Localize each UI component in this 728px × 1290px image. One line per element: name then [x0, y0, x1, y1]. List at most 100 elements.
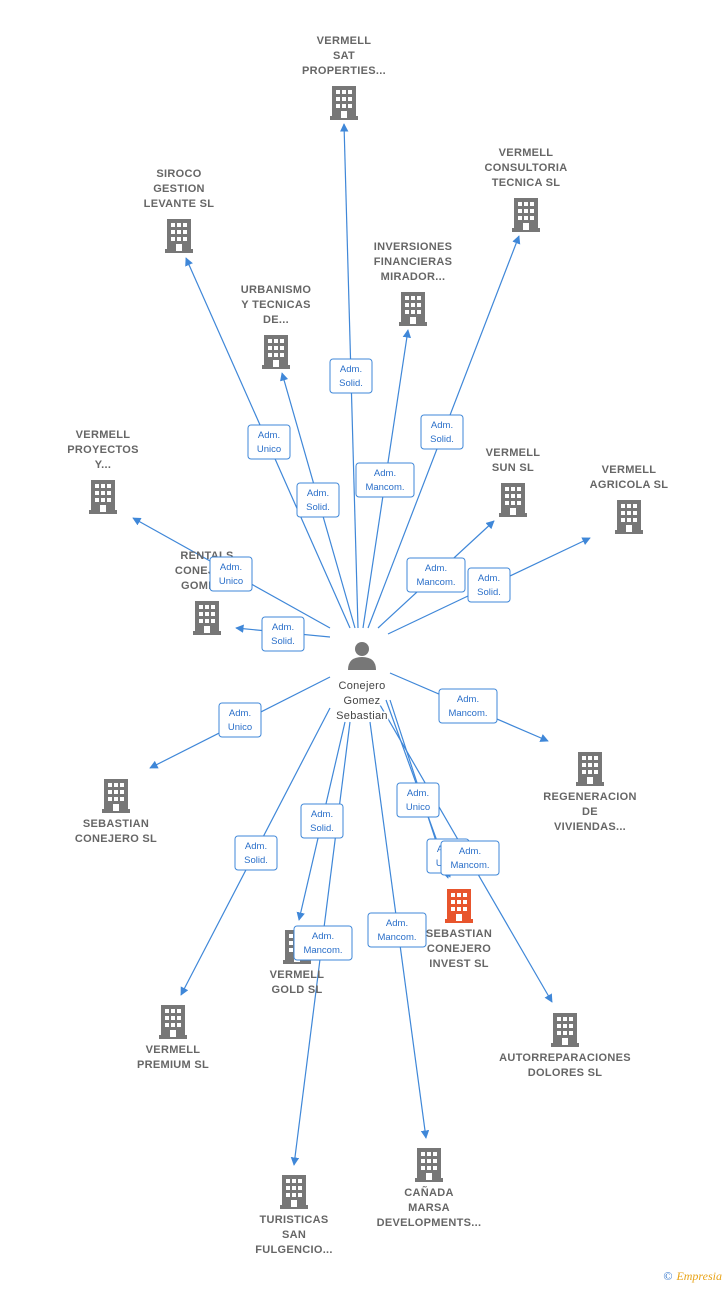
company-name-line: AGRICOLA SL [590, 479, 669, 491]
edge-label-n3[interactable]: Adm. Unico [247, 424, 291, 460]
company-node-n8[interactable]: VERMELL AGRICOLA SL [590, 464, 669, 534]
company-name-line: VERMELL [146, 1044, 201, 1056]
company-name-line: INVERSIONES [374, 241, 453, 253]
edge-label-line: Solid. [306, 502, 330, 513]
edge-label-line: Adm. [459, 846, 481, 857]
edge-label-n16[interactable]: Adm. Mancom. [367, 912, 427, 948]
company-node-n17[interactable]: TURISTICAS SAN FULGENCIO... [255, 1175, 333, 1256]
company-name-line: SEBASTIAN [426, 928, 492, 940]
edge-label-line: Unico [406, 802, 430, 813]
company-name-line: TURISTICAS [260, 1214, 329, 1226]
company-node-n6[interactable]: VERMELLPROYECTOSY... [67, 429, 139, 514]
edge-label-line: Adm. [407, 788, 429, 799]
edge-label-n12[interactable]: Adm. Unico [396, 782, 440, 818]
building-icon [165, 219, 193, 253]
company-node-n4[interactable]: INVERSIONES FINANCIERAS MIRADOR... [374, 241, 453, 326]
person-name-line: Gomez [344, 695, 381, 707]
edge-label-n5[interactable]: Adm. Solid. [296, 482, 340, 518]
edge-label-line: Adm. [431, 420, 453, 431]
company-node-n11[interactable]: REGENERACIONDEVIVIENDAS... [543, 752, 636, 833]
company-node-n10[interactable]: SEBASTIAN CONEJERO SL [75, 779, 157, 845]
company-name-line: FINANCIERAS [374, 256, 452, 268]
company-name-line: DE... [263, 314, 289, 326]
edge-label-line: Unico [257, 444, 281, 455]
company-name-line: DEVELOPMENTS... [377, 1217, 482, 1229]
company-name-line: URBANISMO [241, 284, 312, 296]
edge-label-line: Adm. [478, 573, 500, 584]
edge-label-line: Unico [219, 576, 243, 587]
building-icon [102, 779, 130, 813]
edge-label-line: Adm. [457, 694, 479, 705]
company-name-line: FULGENCIO... [255, 1244, 333, 1256]
edge-label-line: Solid. [477, 587, 501, 598]
edge-label-line: Mancom. [377, 932, 416, 943]
edge-label-line: Adm. [386, 918, 408, 929]
company-node-n1[interactable]: VERMELLSATPROPERTIES... [302, 35, 386, 120]
company-node-n16[interactable]: CAÑADAMARSADEVELOPMENTS... [377, 1148, 482, 1229]
company-name-line: SAN [282, 1229, 306, 1241]
company-name-line: VERMELL [602, 464, 657, 476]
company-name-line: DOLORES SL [528, 1067, 603, 1079]
company-node-n12[interactable]: SEBASTIAN CONEJERO INVEST SL [426, 889, 492, 970]
company-name-line: PROPERTIES... [302, 65, 386, 77]
company-name-line: CONSULTORIA [485, 162, 568, 174]
edge-label-line: Solid. [244, 855, 268, 866]
edge-label-n7[interactable]: Adm.Mancom. [406, 557, 466, 593]
company-name-line: INVEST SL [429, 958, 489, 970]
company-name-line: SAT [333, 50, 355, 62]
footer-brand[interactable]: ©Empresia [663, 1269, 722, 1284]
edge-label-n8[interactable]: Adm. Solid. [467, 567, 511, 603]
company-name-line: LEVANTE SL [144, 198, 215, 210]
building-icon [512, 198, 540, 232]
edge-label-line: Adm. [307, 488, 329, 499]
edge-label-n4[interactable]: Adm. Mancom. [355, 462, 415, 498]
building-icon [415, 1148, 443, 1182]
edge-label-line: Adm. [374, 468, 396, 479]
copyright-icon: © [663, 1269, 673, 1283]
edge-label-line: Mancom. [365, 482, 404, 493]
company-name-line: MIRADOR... [381, 271, 446, 283]
company-name-line: VERMELL [499, 147, 554, 159]
edge-label-n1[interactable]: Adm.Solid. [329, 358, 373, 394]
edge-label-line: Adm. [258, 430, 280, 441]
edge-label-n17[interactable]: Adm. Mancom. [293, 925, 353, 961]
edge-label-n9[interactable]: Adm.Solid. [261, 616, 305, 652]
edge-label-line: Adm. [312, 931, 334, 942]
edge-label-n13[interactable]: Adm.Solid. [300, 803, 344, 839]
edge-label-line: Adm. [272, 622, 294, 633]
edge-label-line: Mancom. [416, 577, 455, 588]
company-name-line: CONEJERO [427, 943, 491, 955]
edge-label-line: Mancom. [303, 945, 342, 956]
edge-label-n11[interactable]: Adm.Mancom. [438, 688, 498, 724]
edge-label-n10[interactable]: Adm.Unico [218, 702, 262, 738]
company-name-line: GOLD SL [272, 984, 323, 996]
person-node[interactable]: ConejeroConejeroGomezGomezSebastianSebas… [335, 642, 389, 724]
person-name-halo: Conejero [338, 680, 385, 692]
building-icon [193, 601, 221, 635]
edge-label-n2[interactable]: Adm. Solid. [420, 414, 464, 450]
edge-label-n14[interactable]: Adm.Solid. [234, 835, 278, 871]
company-name-line: Y... [95, 459, 112, 471]
company-node-n14[interactable]: VERMELL PREMIUM SL [137, 1005, 209, 1071]
building-icon [615, 500, 643, 534]
building-icon [262, 335, 290, 369]
edge-label-n15[interactable]: Adm.Mancom. [440, 840, 500, 876]
company-node-n5[interactable]: URBANISMO Y TECNICAS DE... [241, 284, 312, 369]
company-name-line: PREMIUM SL [137, 1059, 209, 1071]
company-name-line: DE [582, 806, 598, 818]
edge-label-n6[interactable]: Adm.Unico [209, 556, 253, 592]
building-icon [399, 292, 427, 326]
person-name-halo: Sebastian [336, 710, 388, 722]
company-name-line: SIROCO [156, 168, 201, 180]
company-name-line: SEBASTIAN [83, 818, 149, 830]
building-icon [280, 1175, 308, 1209]
company-name-line: Y TECNICAS [241, 299, 310, 311]
company-name-line: CONEJERO SL [75, 833, 157, 845]
edge-label-line: Solid. [430, 434, 454, 445]
